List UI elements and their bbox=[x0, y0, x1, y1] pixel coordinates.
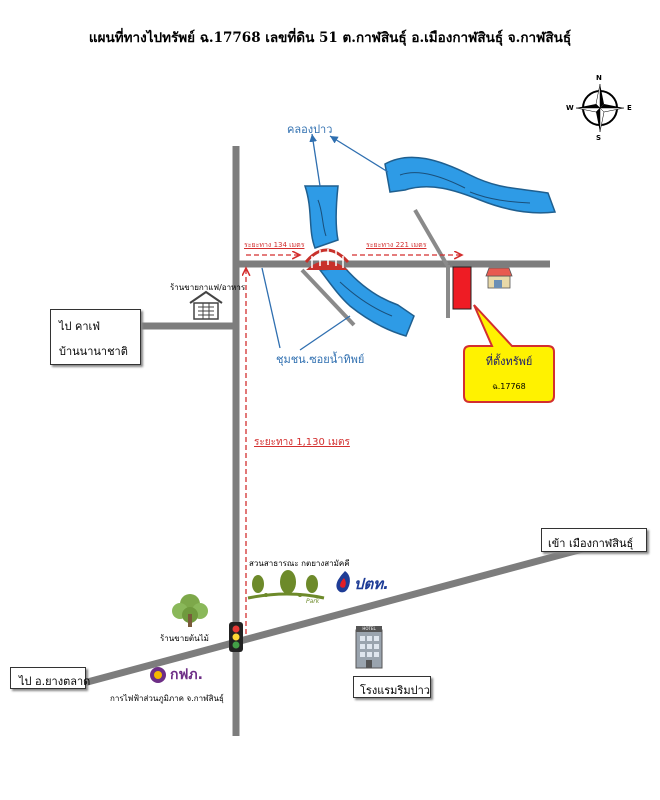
to-cafe-label: ไป คาเฟ่ bbox=[59, 320, 101, 333]
river-south bbox=[318, 267, 415, 337]
house-icon bbox=[189, 290, 223, 320]
pea-label: การไฟฟ้าส่วนภูมิภาค จ.กาฬสินธุ์ bbox=[110, 694, 224, 703]
community-pointer-arrows bbox=[261, 267, 351, 351]
compass-rose-icon bbox=[575, 83, 625, 133]
roads bbox=[79, 146, 591, 736]
traffic-light-icon bbox=[229, 622, 243, 652]
to-city-label: เข้า เมืองกาฬสินธุ์ bbox=[548, 537, 634, 550]
to-city-box: เข้า เมืองกาฬสินธุ์ bbox=[541, 528, 647, 552]
to-cafe-box: ไป คาเฟ่ บ้านนานาชาติ bbox=[50, 309, 141, 365]
property-code-label: ฉ.17768 bbox=[492, 382, 526, 391]
coffee-shop-label: ร้านขายกาแฟ/อาหาร bbox=[170, 283, 246, 292]
pea-logo-icon bbox=[150, 667, 166, 683]
compass-w: W bbox=[566, 104, 574, 112]
tree-icon bbox=[172, 594, 208, 627]
community-label: ชุมชน.ซอยน้ำทิพย์ bbox=[276, 353, 365, 366]
ptt-logo-text: ปตท. bbox=[354, 575, 389, 593]
distance-route bbox=[246, 255, 462, 634]
river-north bbox=[303, 185, 339, 249]
tree-shop-label: ร้านขายต้นไม้ bbox=[160, 634, 209, 643]
hotel-building-icon bbox=[355, 626, 383, 669]
park-logo-icon bbox=[247, 570, 325, 600]
to-yangtalat-label: ไป อ.ยางตลาด bbox=[19, 675, 91, 688]
shop-icon bbox=[485, 267, 513, 289]
bridge-icon bbox=[304, 248, 350, 270]
river-upper-right bbox=[384, 156, 557, 214]
map-title: แผนที่ทางไปทรัพย์ ฉ.17768 เลขที่ดิน 51 ต… bbox=[88, 30, 572, 46]
hotel-label: โรงแรมริมปาว bbox=[360, 684, 430, 697]
canal-label: คลองปาว bbox=[287, 123, 333, 136]
distance-right-label: ระยะทาง 221 เมตร bbox=[366, 241, 427, 249]
distance-vertical-label: ระยะทาง 1,130 เมตร bbox=[254, 437, 350, 448]
distance-left-label: ระยะทาง 134 เมตร bbox=[244, 241, 305, 249]
compass-n: N bbox=[596, 74, 602, 82]
ptt-logo-icon bbox=[336, 571, 350, 593]
park-logo-text: Park bbox=[306, 598, 320, 605]
property-callout bbox=[463, 304, 555, 403]
cafe-name-label: บ้านนานาชาติ bbox=[59, 345, 128, 358]
compass-s: S bbox=[596, 134, 602, 142]
compass-e: E bbox=[627, 104, 632, 112]
to-yangtalat-box: ไป อ.ยางตลาด bbox=[10, 667, 90, 689]
pea-logo-text: กฟภ. bbox=[170, 667, 203, 683]
hotel-sign-text: HOTEL bbox=[362, 626, 376, 631]
property-marker bbox=[452, 266, 472, 310]
property-label: ที่ตั้งทรัพย์ bbox=[485, 355, 533, 368]
hotel-box: โรงแรมริมปาว bbox=[353, 676, 431, 698]
park-label: สวนสาธารณะ กตยางสามัคคี bbox=[249, 559, 350, 568]
canal-pointer-arrows bbox=[309, 133, 389, 187]
